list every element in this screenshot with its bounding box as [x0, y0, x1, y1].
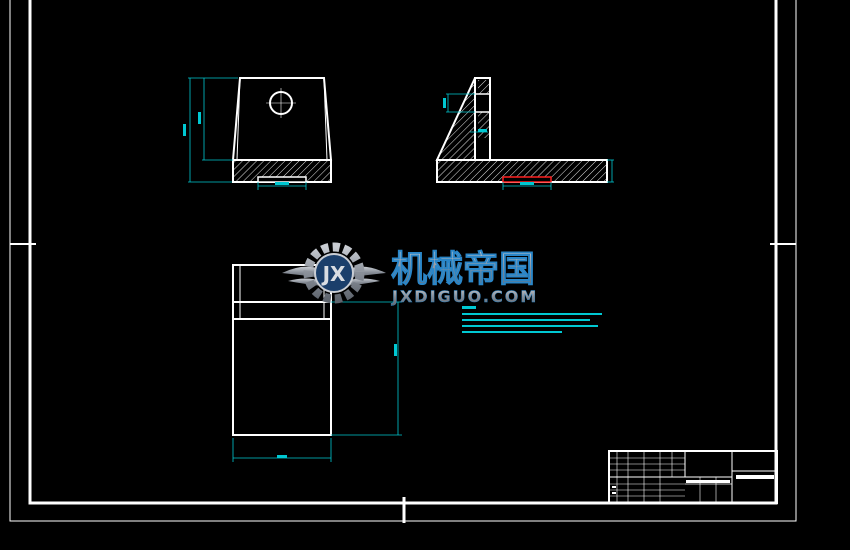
drawing-frame: [9, 0, 797, 523]
title-block-marks: [612, 475, 774, 494]
side-wall-hatch-2: [478, 112, 490, 138]
front-view: [183, 77, 333, 190]
top-outline: [232, 264, 332, 436]
logo-letters: JX: [321, 262, 346, 286]
top-dimensions: [232, 301, 402, 462]
title-block: [608, 450, 778, 504]
side-slot: [502, 176, 552, 183]
top-view: [232, 264, 402, 462]
watermark-url: JXDIGUO.COM: [391, 287, 538, 306]
front-body: [231, 77, 333, 161]
front-slot: [257, 176, 307, 183]
watermark-title: 机械帝国: [391, 249, 535, 290]
front-taper-left: [236, 77, 241, 161]
side-wall-hatch: [478, 80, 490, 94]
gear-wing-logo-icon: JX: [282, 242, 386, 304]
side-view: [435, 77, 614, 190]
watermark: JX 机械帝国 JXDIGUO.COM: [282, 242, 538, 306]
front-dimensions: [188, 77, 307, 190]
front-taper-right: [323, 77, 328, 161]
side-rib-hatch: [435, 77, 476, 161]
technical-notes: [462, 306, 602, 333]
